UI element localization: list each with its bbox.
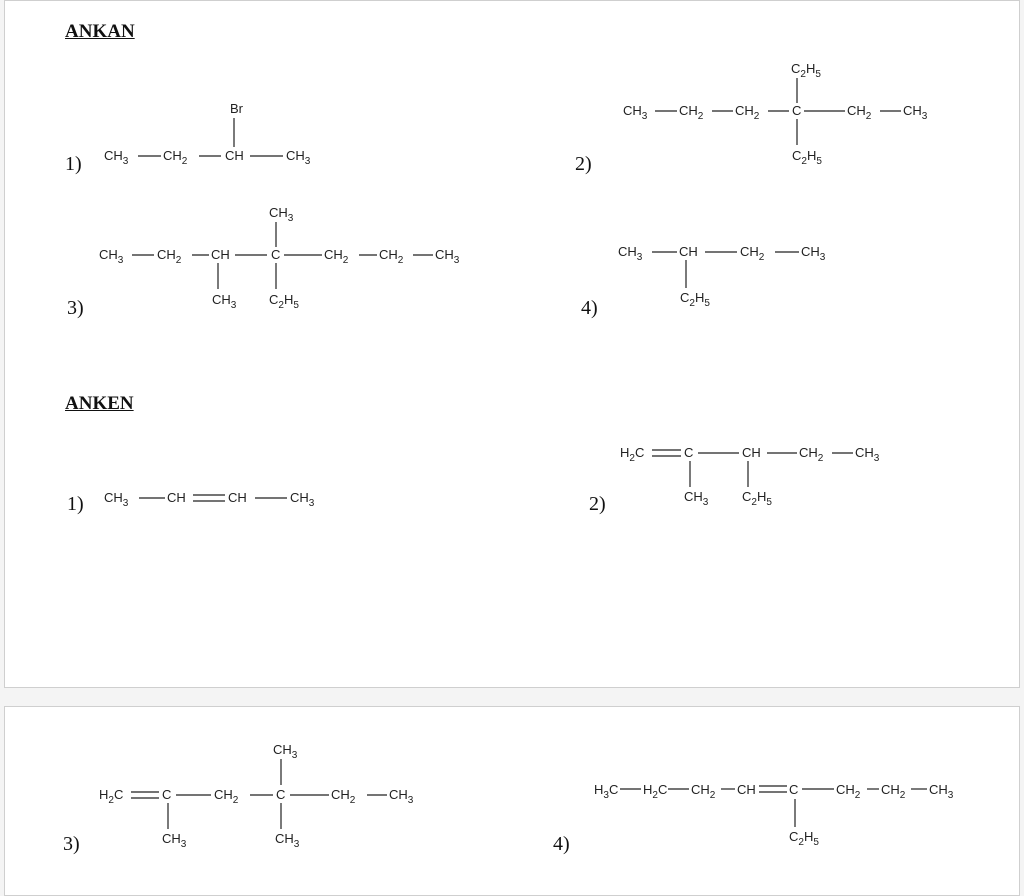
atom: C2H5 [792,148,822,167]
atom: CH2 [324,247,349,266]
atom: C [162,787,171,802]
alkane-4-structure: CH3 CH CH2 CH3 C2H5 [618,244,826,309]
atom: C2H5 [789,829,819,848]
alkane-3-label: 3) [67,297,84,319]
atom: C2H5 [269,292,299,311]
alkene-1-label: 1) [67,493,84,515]
atom: CH [167,490,186,505]
alkene-4-label: 4) [553,833,570,855]
document-page-1: ANKAN 1) Br CH3 CH2 CH CH3 2) C2H5 CH3 C… [4,0,1020,688]
alkene-1-structure: CH3 CH CH CH3 [104,490,315,509]
atom: C [792,103,801,118]
atom: CH3 [212,292,237,311]
atom: CH3 [290,490,315,509]
atom: C [271,247,280,262]
atom: CH [742,445,761,460]
atom: CH3 [104,148,129,167]
atom: C2H5 [680,290,710,309]
atom: H3C [594,782,618,801]
atom: CH2 [881,782,906,801]
atom: Br [230,101,244,116]
alkane-4-label: 4) [581,297,598,319]
alkane-1-label: 1) [65,153,82,175]
atom: CH [225,148,244,163]
atom: C [684,445,693,460]
atom: C2H5 [791,61,821,80]
atom: CH2 [836,782,861,801]
atom: CH2 [379,247,404,266]
atom: CH3 [273,742,298,761]
document-page-2: 3) CH3 H2C C CH2 C CH2 CH3 CH3 CH3 4) H3… [4,706,1020,896]
atom: CH3 [929,782,954,801]
alkane-3-structure: CH3 CH3 CH2 CH C CH2 CH2 CH3 CH3 C2H5 [99,205,460,311]
atom: H2C [620,445,644,464]
atom: CH3 [903,103,928,122]
atom: CH3 [623,103,648,122]
alkene-3-structure: CH3 H2C C CH2 C CH2 CH3 CH3 CH3 [99,742,414,850]
atom: CH3 [855,445,880,464]
atom: CH2 [331,787,356,806]
atom: CH2 [679,103,704,122]
alkene-2-structure: H2C C CH CH2 CH3 CH3 C2H5 [620,445,880,508]
atom: H2C [643,782,667,801]
atom: CH3 [104,490,129,509]
alkene-2-label: 2) [589,493,606,515]
atom: CH3 [99,247,124,266]
atom: CH3 [435,247,460,266]
atom: C [276,787,285,802]
atom: CH [228,490,247,505]
alkane-1-structure: Br CH3 CH2 CH CH3 [104,101,311,167]
atom: CH3 [275,831,300,850]
atom: CH3 [618,244,643,263]
atom: CH2 [163,148,188,167]
atom: C2H5 [742,489,772,508]
atom: CH2 [799,445,824,464]
atom: CH3 [801,244,826,263]
atom: CH [211,247,230,262]
alkene-4-structure: H3C H2C CH2 CH C CH2 CH2 CH3 C2H5 [594,782,954,848]
alkane-heading: ANKAN [65,21,135,42]
atom: CH2 [157,247,182,266]
atom: CH3 [286,148,311,167]
atom: H2C [99,787,123,806]
alkene-3-label: 3) [63,833,80,855]
atom: C [789,782,798,797]
atom: CH2 [847,103,872,122]
atom: CH [737,782,756,797]
atom: CH [679,244,698,259]
atom: CH3 [684,489,709,508]
atom: CH3 [269,205,294,224]
alkane-2-label: 2) [575,153,592,175]
atom: CH2 [740,244,765,263]
atom: CH2 [691,782,716,801]
alkene-heading: ANKEN [65,393,134,414]
atom: CH2 [735,103,760,122]
alkane-2-structure: C2H5 CH3 CH2 CH2 C CH2 CH3 C2H5 [623,61,928,167]
atom: CH3 [389,787,414,806]
atom: CH3 [162,831,187,850]
atom: CH2 [214,787,239,806]
